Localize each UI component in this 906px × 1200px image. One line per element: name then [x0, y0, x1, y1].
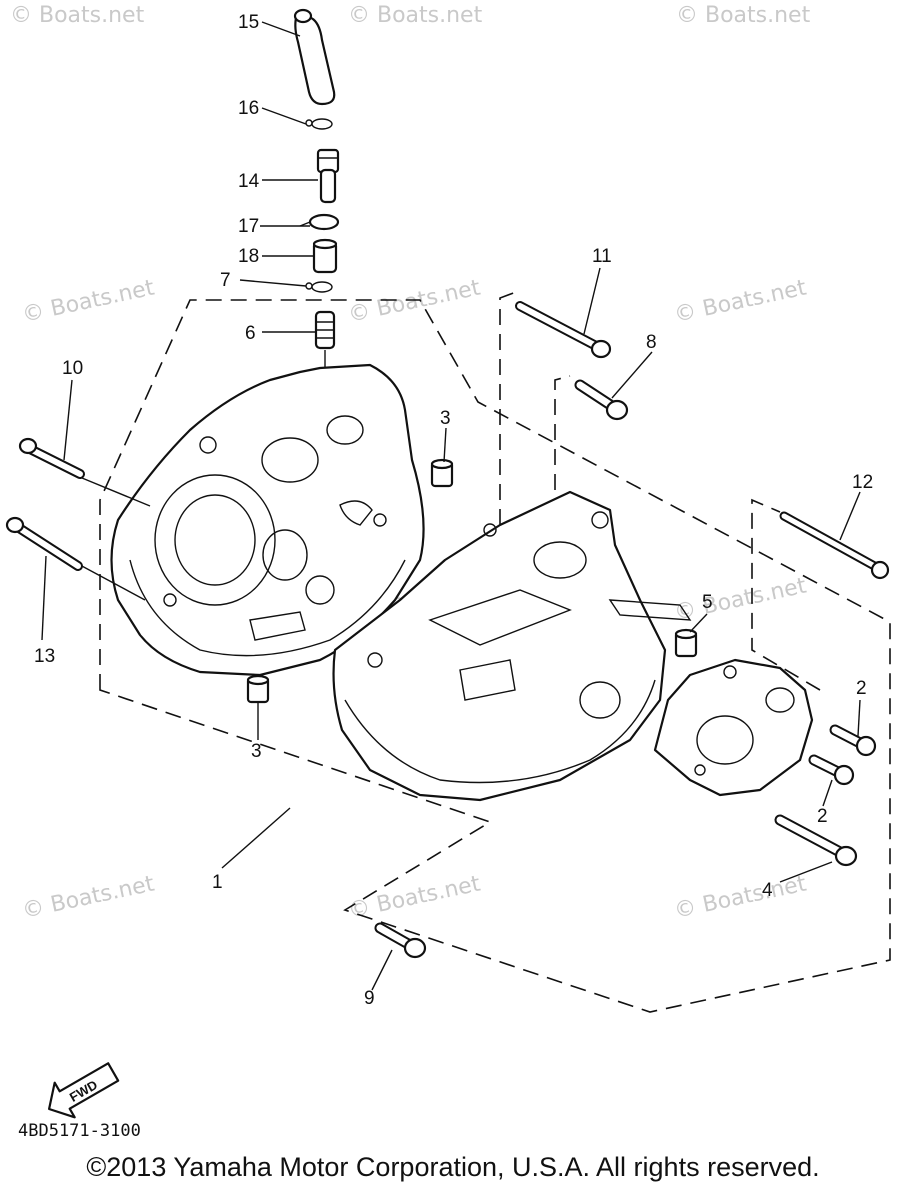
outline-bracket-11: [499, 291, 517, 625]
bolt-11: [515, 301, 612, 359]
watermark: © Boats.net: [348, 3, 483, 28]
crankcase-left-half: [110, 363, 425, 677]
callout-3-upper: 3: [440, 408, 451, 429]
callout-18: 18: [238, 246, 259, 267]
assembly-outline: [99, 299, 891, 1013]
callout-2-lower: 2: [817, 806, 828, 827]
pump-cover: [653, 658, 814, 797]
callout-8: 8: [646, 332, 657, 353]
hose-joint-14: [316, 148, 340, 204]
fitting-6: [314, 310, 336, 350]
callout-16: 16: [238, 98, 259, 119]
dowel-5: [674, 628, 698, 658]
bolt-4: [774, 814, 858, 867]
fwd-arrow-icon: FWD: [47, 1062, 120, 1119]
clip-7: [305, 281, 333, 293]
outline-bracket-8: [554, 375, 571, 540]
callout-labels: 15 16 14 17 18 7 6 10 13 11 8 3 3 12 5 2…: [34, 12, 873, 1009]
callout-5: 5: [702, 592, 713, 613]
callout-1: 1: [212, 872, 223, 893]
callout-14: 14: [238, 171, 260, 192]
bolt-9: [374, 922, 427, 959]
outline-bracket-12: [751, 498, 821, 691]
callout-3-lower: 3: [251, 741, 262, 762]
breather-hose-15: [293, 8, 336, 106]
watermark: © Boats.net: [672, 275, 809, 327]
watermark: © Boats.net: [346, 275, 483, 327]
watermark: © Boats.net: [20, 871, 157, 923]
callout-15: 15: [238, 12, 259, 33]
callout-4: 4: [762, 880, 773, 901]
bolt-8: [574, 379, 629, 421]
callout-7: 7: [220, 270, 231, 291]
crankcase-right-half: [332, 490, 692, 802]
callout-12: 12: [852, 472, 873, 493]
bolt-2-upper: [829, 724, 877, 757]
clamp-17: [299, 213, 340, 231]
leader-line: [79, 564, 146, 601]
callout-10: 10: [62, 358, 83, 379]
dowel-3-upper: [430, 458, 454, 488]
leader-lines: [41, 21, 861, 991]
clip-16: [305, 118, 333, 130]
watermark: © Boats.net: [10, 3, 145, 28]
callout-11: 11: [592, 246, 612, 267]
bolt-10: [18, 437, 85, 479]
leader-line: [81, 477, 151, 507]
watermark: © Boats.net: [20, 275, 157, 327]
callout-9: 9: [364, 988, 375, 1009]
watermark: © Boats.net: [676, 3, 811, 28]
joint-18: [312, 238, 338, 274]
diagram-code: 4BD5171-3100: [18, 1121, 141, 1141]
dowel-3-lower: [246, 674, 270, 704]
copyright-notice: ©2013 Yamaha Motor Corporation, U.S.A. A…: [86, 1152, 820, 1182]
callout-17: 17: [238, 216, 259, 237]
callout-2-upper: 2: [856, 678, 867, 699]
bolt-13: [5, 516, 83, 571]
bolt-12: [779, 511, 890, 580]
bolt-2-lower: [808, 754, 855, 786]
callout-6: 6: [245, 323, 256, 344]
callout-13: 13: [34, 646, 55, 667]
watermark: © Boats.net: [672, 573, 809, 625]
